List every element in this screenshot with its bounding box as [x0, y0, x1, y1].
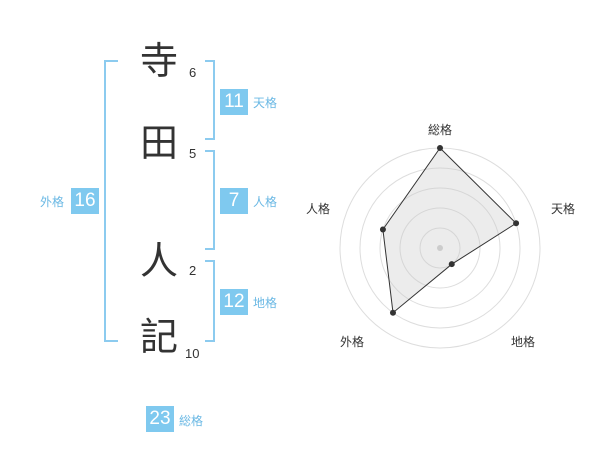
soukaku-badge: 23: [146, 406, 174, 432]
chikaku-badge: 12: [220, 289, 248, 315]
radar-label-gaikaku: 外格: [340, 334, 364, 349]
radar-ring-4: [359, 167, 521, 329]
radar-label-jinkaku: 人格: [306, 201, 330, 216]
radar-point-5: [379, 226, 386, 233]
tenkaku-label: 天格: [253, 96, 278, 110]
radar-ring-2: [399, 207, 481, 289]
radar-label-tenkaku: 天格: [551, 201, 575, 216]
stroke-count-2: 5: [189, 146, 197, 161]
name-char-4: 記: [140, 315, 179, 359]
chikaku-bracket: [205, 260, 215, 342]
name-char-1: 寺: [140, 39, 179, 83]
radar-label-soukaku: 総格: [428, 122, 452, 137]
jinkaku-badge: 7: [220, 188, 248, 214]
name-char-2: 田: [140, 121, 179, 165]
chikaku-label: 地格: [253, 296, 278, 310]
radar-point-3: [448, 261, 455, 268]
jinkaku-label: 人格: [253, 195, 278, 209]
jinkaku-bracket: [205, 150, 215, 250]
radar-ring-3: [379, 187, 501, 309]
gaikaku-badge: 16: [71, 188, 99, 214]
radar-ring-1: [419, 227, 461, 269]
radar-point-1: [437, 145, 443, 151]
radar-point-4: [389, 309, 396, 316]
radar-center-dot: [437, 245, 443, 251]
gaikaku-label: 外格: [40, 195, 65, 209]
radar-polygon: [382, 147, 517, 314]
tenkaku-badge: 11: [220, 89, 248, 115]
radar-point-2: [513, 220, 520, 227]
radar-label-chikaku: 地格: [511, 334, 535, 349]
stroke-count-3: 2: [189, 263, 197, 278]
stroke-count-1: 6: [189, 65, 197, 80]
gaikaku-bracket: [104, 60, 118, 342]
stroke-count-4: 10: [185, 346, 200, 361]
tenkaku-bracket: [205, 60, 215, 140]
soukaku-label: 総格: [179, 414, 204, 428]
name-char-3: 人: [140, 239, 179, 283]
